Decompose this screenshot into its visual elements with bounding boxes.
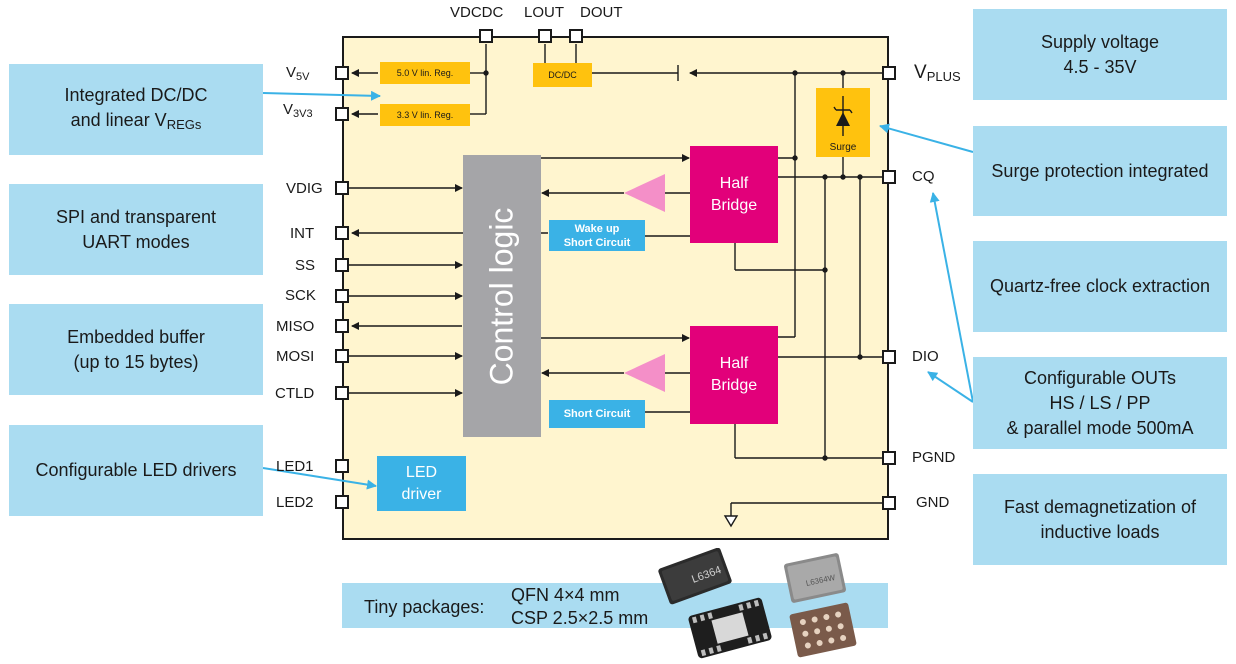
pin-led1 xyxy=(335,459,349,473)
pin-vdig xyxy=(335,181,349,195)
callout-outs: Configurable OUTs HS / LS / PP & parallel … xyxy=(973,357,1227,449)
callout-text: UART modes xyxy=(82,231,190,252)
half-bridge-label: Half xyxy=(719,174,749,192)
5v-linear-regulator: 5.0 V lin. Reg. xyxy=(380,62,470,84)
pin-label-sck: SCK xyxy=(285,287,316,304)
pin-cq xyxy=(882,170,896,184)
surge-label: Surge xyxy=(829,142,857,153)
short-circuit-block: Short Circuit xyxy=(549,400,645,428)
callout-text: Configurable OUTs xyxy=(1023,367,1177,388)
pin-led2 xyxy=(335,495,349,509)
pin-label-v3v3: V3V3 xyxy=(283,101,313,120)
wakeup-label: Wake up xyxy=(574,222,620,235)
pin-miso xyxy=(335,319,349,333)
callout-text: Integrated DC/DC xyxy=(64,84,208,105)
led-driver-label: driver xyxy=(401,485,442,503)
pin-label-cq: CQ xyxy=(912,168,935,185)
dcdc-converter: DC/DC xyxy=(533,63,592,87)
callout-text: Supply voltage xyxy=(1040,31,1160,52)
half-bridge-label: Bridge xyxy=(710,377,758,394)
packages-label: Tiny packages: xyxy=(364,597,485,617)
callout-text: SPI and transparent xyxy=(55,206,217,227)
dcdc-label: DC/DC xyxy=(548,70,577,80)
package-csp: CSP 2.5×2.5 mm xyxy=(511,608,649,628)
pin-label-pgnd: PGND xyxy=(912,449,956,466)
pin-sck xyxy=(335,289,349,303)
control-logic-label: Control logic xyxy=(483,207,520,385)
pin-label-led2: LED2 xyxy=(276,494,314,511)
5v-regulator-label: 5.0 V lin. Reg. xyxy=(396,68,454,78)
pin-label-dio: DIO xyxy=(912,348,939,365)
half-bridge-label: Bridge xyxy=(710,196,758,214)
pin-gnd xyxy=(882,496,896,510)
pin-label-vdcdc: VDCDC xyxy=(450,4,504,21)
pin-label-int: INT xyxy=(290,225,315,242)
pin-label-vplus: VPLUS xyxy=(914,62,961,84)
control-logic-block: Control logic xyxy=(463,155,541,437)
callout-dcdc: Integrated DC/DC and linear VREGs xyxy=(9,64,263,155)
pin-label-vdig: VDIG xyxy=(286,180,323,197)
pin-label-v5v: V5V xyxy=(286,64,310,83)
pin-dout xyxy=(569,29,583,43)
pin-int xyxy=(335,226,349,240)
callout-text: (up to 15 bytes) xyxy=(73,351,199,372)
pin-v3v3 xyxy=(335,107,349,121)
surge-diode-icon xyxy=(833,96,853,136)
pin-label-dout: DOUT xyxy=(580,4,623,21)
callout-text: 4.5 - 35V xyxy=(1063,56,1137,77)
pin-label-mosi: MOSI xyxy=(276,348,315,365)
pin-pgnd xyxy=(882,451,896,465)
callout-text: Surge protection integrated xyxy=(991,160,1209,181)
pin-label-ss: SS xyxy=(295,257,316,274)
pin-label-ctld: CTLD xyxy=(275,385,315,402)
pin-vplus xyxy=(882,66,896,80)
callout-text: REGs xyxy=(166,116,202,132)
callout-buffer: Embedded buffer (up to 15 bytes) xyxy=(9,304,263,395)
led-driver-block: LED driver xyxy=(377,456,466,511)
callout-demag: Fast demagnetization of inductive loads xyxy=(973,474,1227,565)
3v3-linear-regulator: 3.3 V lin. Reg. xyxy=(380,104,470,126)
pin-ss xyxy=(335,258,349,272)
callout-text: and linear V xyxy=(70,109,167,130)
callout-supply: Supply voltage 4.5 - 35V xyxy=(973,9,1227,100)
short-circuit-label: Short Circuit xyxy=(563,408,631,420)
pin-v5v xyxy=(335,66,349,80)
pin-lout xyxy=(538,29,552,43)
callout-text: inductive loads xyxy=(1040,521,1160,542)
callout-text: HS / LS / PP xyxy=(1049,392,1151,413)
package-qfn: QFN 4×4 mm xyxy=(511,585,620,605)
3v3-regulator-label: 3.3 V lin. Reg. xyxy=(396,110,454,120)
half-bridge-label: Half xyxy=(719,355,749,372)
led-driver-label: LED xyxy=(405,463,438,481)
pin-label-miso: MISO xyxy=(276,318,315,335)
package-chips-image: L6364 L6364W xyxy=(658,548,857,659)
pin-label-lout: LOUT xyxy=(524,4,565,21)
callout-text: & parallel mode 500mA xyxy=(1006,417,1194,438)
callout-quartz: Quartz-free clock extraction xyxy=(973,241,1227,332)
pin-vdcdc xyxy=(479,29,493,43)
pin-dio xyxy=(882,350,896,364)
callout-surge: Surge protection integrated xyxy=(973,126,1227,216)
callout-text: Configurable LED drivers xyxy=(35,460,237,480)
callout-text: Fast demagnetization of xyxy=(1003,496,1197,517)
callout-text: Embedded buffer xyxy=(67,326,205,347)
pin-mosi xyxy=(335,349,349,363)
pin-label-led1: LED1 xyxy=(276,458,314,475)
pin-ctld xyxy=(335,386,349,400)
short-circuit-label: Short Circuit xyxy=(563,236,631,249)
callout-text: Quartz-free clock extraction xyxy=(989,276,1211,296)
pin-label-gnd: GND xyxy=(916,494,950,511)
callout-led: Configurable LED drivers xyxy=(9,425,263,516)
